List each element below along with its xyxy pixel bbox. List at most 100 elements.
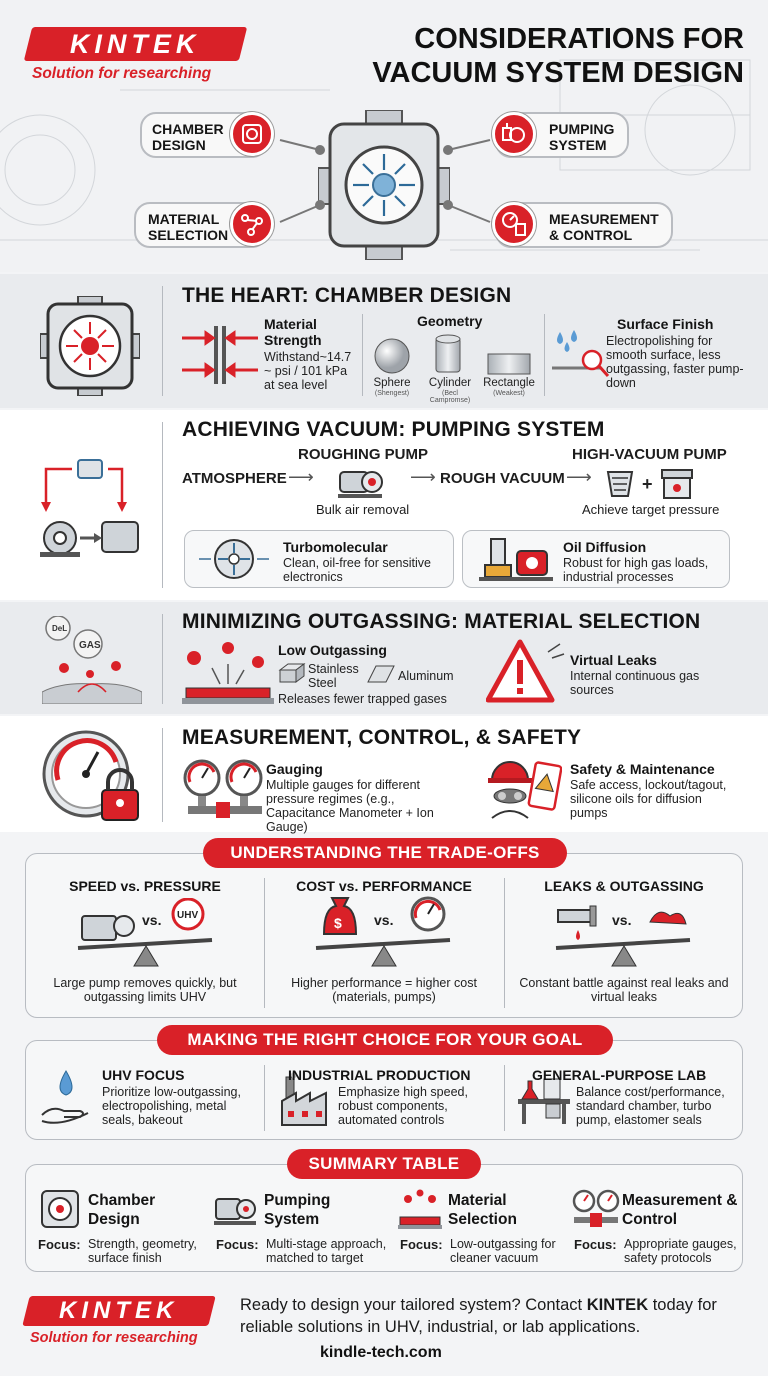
warning-triangle-icon	[486, 639, 565, 703]
focus-label-3: Focus:	[400, 1237, 443, 1252]
flow-arrow-icon-2: ⟶	[410, 467, 436, 487]
summary-measurement-focus: Appropriate gauges, safety protocols	[624, 1237, 737, 1265]
flow-arrow-icon: ⟶	[288, 467, 314, 487]
page-title-line1: CONSIDERATIONS FOR	[414, 23, 744, 55]
sphere-label: Sphere	[373, 377, 411, 389]
aluminum-label: Aluminum	[398, 669, 454, 683]
chamber-design-title: THE HEART: CHAMBER DESIGN	[182, 284, 512, 307]
summary-measurement-title: Measurement & Control	[622, 1192, 738, 1228]
choice-banner: MAKING THE RIGHT CHOICE FOR YOUR GOAL	[157, 1025, 613, 1055]
hero-measurement-control-label: MEASUREMENT & CONTROL	[549, 211, 659, 243]
oil-diffusion-text: Robust for high gas loads, industrial pr…	[563, 556, 709, 584]
measurement-section: MEASUREMENT, CONTROL, & SAFETY Gauging M…	[0, 716, 768, 834]
footer: KINTEK Solution for researching Ready to…	[0, 1284, 768, 1376]
choice-uhv-text: Prioritize low-outgassing, electropolish…	[102, 1085, 241, 1127]
low-outgassing-title: Low Outgassing	[278, 642, 387, 658]
surface-finish-title: Surface Finish	[617, 316, 714, 332]
footer-url-link[interactable]: kindle-tech.com	[320, 1344, 442, 1361]
safety-gear-icon	[488, 761, 562, 819]
turbo-fan-icon	[199, 539, 269, 579]
steel-block-icon	[278, 663, 306, 683]
vs-label-2: vs.	[374, 912, 394, 928]
chamber-design-section: THE HEART: CHAMBER DESIGN Material Stren…	[0, 274, 768, 408]
shape-rectangle: Rectangle (Weakest)	[480, 376, 538, 397]
shape-cylinder: Cylinder (Becl Campromse)	[422, 376, 478, 404]
drop-hand-icon	[41, 1070, 89, 1124]
flow-high-vacuum-pump: HIGH-VACUUM PUMP	[572, 446, 727, 463]
chamber-icon	[230, 112, 274, 156]
vacuum-chamber-icon	[318, 110, 450, 260]
low-outgassing-icon	[182, 642, 274, 704]
summary-material-focus: Low-outgassing for cleaner vacuum	[450, 1237, 556, 1265]
gas-small-label: DeL	[52, 624, 67, 633]
pumping-system-section: ACHIEVING VACUUM: PUMPING SYSTEM ATMOSPH…	[0, 410, 768, 600]
footer-brand-tagline: Solution for researching	[30, 1330, 198, 1346]
choice-panel: UHV FOCUS Prioritize low-outgassing, ele…	[25, 1040, 743, 1140]
cylinder-note: (Becl Campromse)	[429, 390, 471, 404]
flow-rough-vacuum: ROUGH VACUUM	[440, 470, 565, 487]
brand-logo[interactable]: KINTEK Solution for researching	[23, 27, 248, 83]
flow-roughing-note: Bulk air removal	[316, 502, 410, 517]
vs-label-1: vs.	[142, 912, 162, 928]
summary-chamber-focus: Strength, geometry, surface finish	[88, 1237, 197, 1265]
low-outgassing-note: Releases fewer trapped gases	[278, 692, 447, 706]
hero-chamber-design-label: CHAMBER DESIGN	[152, 121, 224, 153]
turbomolecular-card[interactable]: Turbomolecular Clean, oil-free for sensi…	[184, 530, 454, 588]
flow-high-vacuum-note: Achieve target pressure	[582, 502, 720, 517]
choice-industrial-text: Emphasize high speed, robust components,…	[338, 1085, 468, 1127]
oil-diffusion-title: Oil Diffusion	[563, 539, 647, 555]
safety-title: Safety & Maintenance	[570, 761, 715, 777]
footer-cta-pre: Ready to design your tailored system? Co…	[240, 1296, 587, 1314]
hero-material-selection-label: MATERIAL SELECTION	[148, 211, 229, 243]
tradeoff-cost-title: COST vs. PERFORMANCE	[296, 878, 472, 894]
rectangle-note: (Weakest)	[493, 390, 525, 397]
tradeoffs-panel: SPEED vs. PRESSURE UHV vs. Large pump re…	[25, 853, 743, 1018]
aluminum-block-icon	[367, 665, 395, 683]
turbomolecular-title: Turbomolecular	[283, 539, 388, 555]
footer-brand-logo[interactable]: KINTEK Solution for researching	[22, 1296, 216, 1346]
hero-section: KINTEK Solution for researching CONSIDER…	[0, 0, 768, 272]
tradeoff-leaks-text: Constant battle against real leaks and v…	[519, 976, 729, 1004]
page-title: CONSIDERATIONS FOR VACUUM SYSTEM DESIGN	[372, 22, 744, 90]
factory-icon	[281, 1072, 327, 1126]
geometry-title: Geometry	[417, 313, 483, 329]
hero-pumping-system-label: PUMPING SYSTEM	[549, 121, 615, 153]
outgassing-section: DeL GAS MINIMIZING OUTGASSING: MATERIAL …	[0, 602, 768, 714]
gauging-title: Gauging	[266, 761, 323, 777]
pump-cycle-icon	[40, 459, 139, 557]
summary-pumping-focus: Multi-stage approach, matched to target	[266, 1237, 387, 1265]
summary-chamber-title: Chamber Design	[88, 1192, 156, 1228]
gauge-icon	[492, 202, 536, 246]
oil-diffusion-card[interactable]: Oil Diffusion Robust for high gas loads,…	[462, 530, 730, 588]
svg-text:+: +	[642, 474, 653, 494]
focus-label-1: Focus:	[38, 1237, 81, 1252]
summary-pumping-title: Pumping System	[264, 1192, 331, 1228]
choice-lab-text: Balance cost/performance, standard chamb…	[576, 1085, 725, 1127]
turbomolecular-text: Clean, oil-free for sensitive electronic…	[283, 556, 431, 584]
high-vacuum-pump-icon: +	[606, 469, 693, 499]
vs-label-3: vs.	[612, 912, 632, 928]
flow-atmosphere: ATMOSPHERE	[182, 470, 287, 487]
summary-material-title: Material Selection	[448, 1192, 517, 1228]
outgassing-title: MINIMIZING OUTGASSING: MATERIAL SELECTIO…	[182, 610, 701, 633]
choice-uhv-title: UHV FOCUS	[102, 1067, 185, 1083]
virtual-leaks-text: Internal continuous gas sources	[570, 669, 700, 697]
safety-text: Safe access, lockout/tagout, silicone oi…	[570, 778, 727, 820]
pumping-system-title: ACHIEVING VACUUM: PUMPING SYSTEM	[182, 418, 605, 441]
svg-text:$: $	[334, 915, 342, 931]
choice-lab-title: GENERAL-PURPOSE LAB	[532, 1067, 707, 1083]
tradeoff-leaks-title: LEAKS & OUTGASSING	[544, 878, 704, 894]
compression-arrows-icon	[182, 326, 258, 384]
dual-gauge-icon	[183, 759, 263, 818]
speed-pressure-balance-icon: UHV	[77, 898, 213, 967]
stainless-steel-label: Stainless Steel	[308, 662, 359, 690]
gas-label: GAS	[79, 640, 101, 651]
leaks-balance-icon	[555, 905, 691, 967]
lab-bench-icon	[518, 1078, 570, 1124]
choice-industrial-title: INDUSTRIAL PRODUCTION	[288, 1067, 471, 1083]
molecule-icon	[230, 202, 274, 246]
material-strength-title: Material Strength	[264, 316, 322, 348]
summary-panel: Chamber Design Pumping System Material S…	[25, 1164, 743, 1272]
pump-icon	[492, 112, 536, 156]
chamber-pressure-icon	[40, 296, 140, 396]
